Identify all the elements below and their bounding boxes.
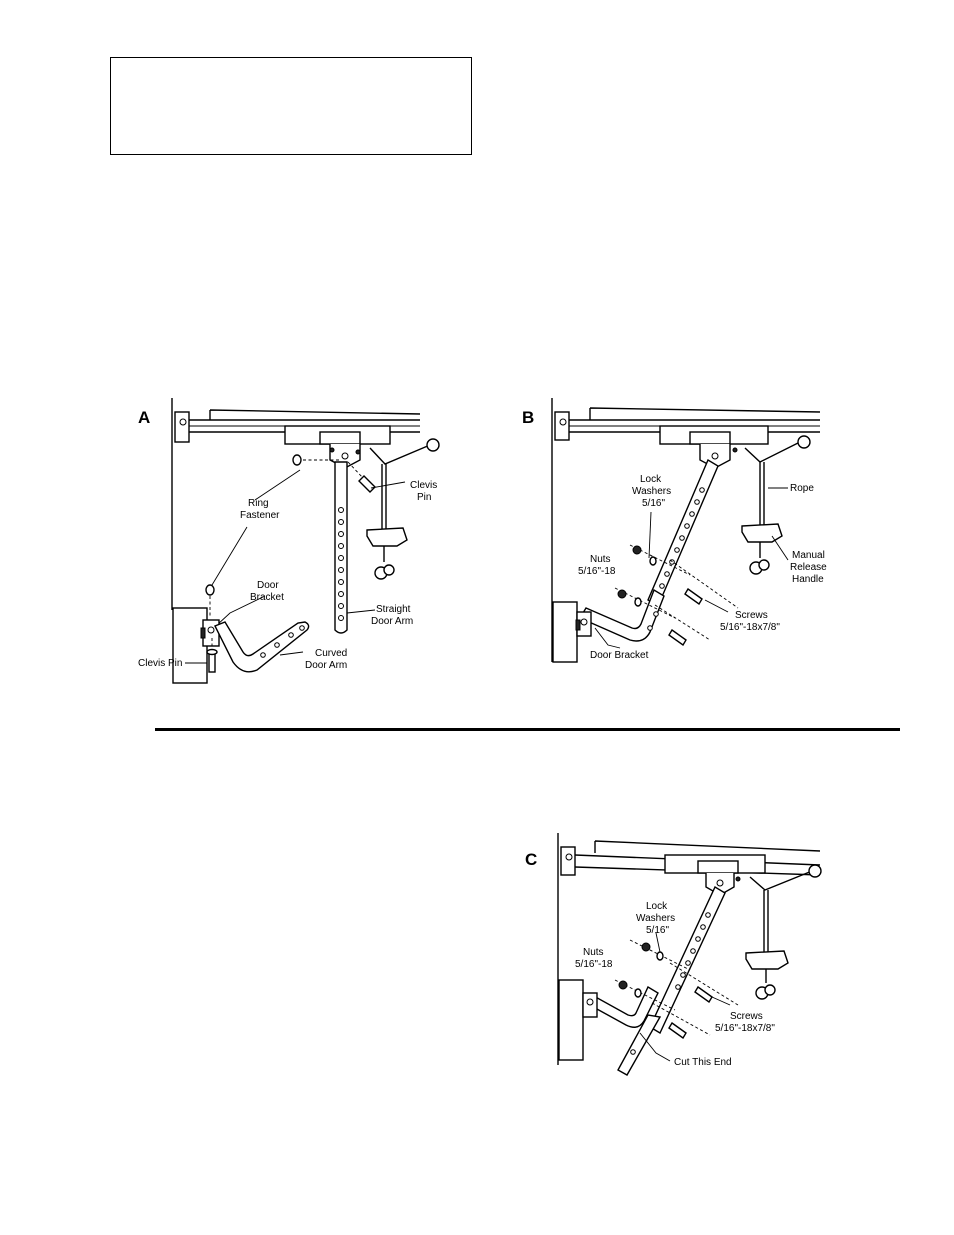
label-ring-fastener-2: Fastener: [240, 510, 280, 521]
label-b-manual-3: Handle: [792, 574, 824, 585]
label-b-manual-2: Release: [790, 562, 827, 573]
figure-a-letter: A: [138, 408, 150, 427]
section-divider: [155, 728, 900, 731]
label-b-lock-3: 5/16": [642, 498, 665, 509]
label-c-nuts-1: Nuts: [583, 947, 604, 958]
label-clevis-pin-top-2: Pin: [417, 492, 431, 503]
label-c-lock-1: Lock: [646, 901, 668, 912]
empty-text-box: [110, 57, 472, 155]
label-c-screws-1: Screws: [730, 1011, 763, 1022]
label-c-screws-2: 5/16"-18x7/8": [715, 1023, 775, 1034]
label-curved-arm-1: Curved: [315, 648, 347, 659]
label-b-manual-1: Manual: [792, 550, 825, 561]
label-c-cut-end: Cut This End: [674, 1057, 732, 1068]
label-door-bracket-2: Bracket: [250, 592, 284, 603]
label-straight-arm-2: Door Arm: [371, 616, 413, 627]
label-c-lock-3: 5/16": [646, 925, 669, 936]
label-c-lock-2: Washers: [636, 913, 675, 924]
label-curved-arm-2: Door Arm: [305, 660, 347, 671]
label-b-lock-2: Washers: [632, 486, 671, 497]
figure-a-diagram: A: [138, 398, 440, 684]
label-ring-fastener-1: Ring: [248, 498, 269, 509]
label-b-lock-1: Lock: [640, 474, 662, 485]
label-b-screws-2: 5/16"-18x7/8": [720, 622, 780, 633]
label-clevis-pin-bottom: Clevis Pin: [138, 658, 182, 669]
label-straight-arm-1: Straight: [376, 604, 411, 615]
label-b-screws-1: Screws: [735, 610, 768, 621]
label-b-nuts-1: Nuts: [590, 554, 611, 565]
label-clevis-pin-top-1: Clevis: [410, 480, 437, 491]
label-b-door-bracket: Door Bracket: [590, 650, 649, 661]
figure-c-diagram: C Lock Washers 5/16" Nuts 5/16"-18 Scr: [525, 833, 822, 1076]
label-b-rope: Rope: [790, 483, 814, 494]
figure-b-letter: B: [522, 408, 534, 427]
figure-b-diagram: B Lock Washers 5/16" Rop: [522, 398, 827, 663]
figure-c-letter: C: [525, 850, 537, 869]
label-c-nuts-2: 5/16"-18: [575, 959, 613, 970]
label-door-bracket-1: Door: [257, 580, 279, 591]
label-b-nuts-2: 5/16"-18: [578, 566, 616, 577]
